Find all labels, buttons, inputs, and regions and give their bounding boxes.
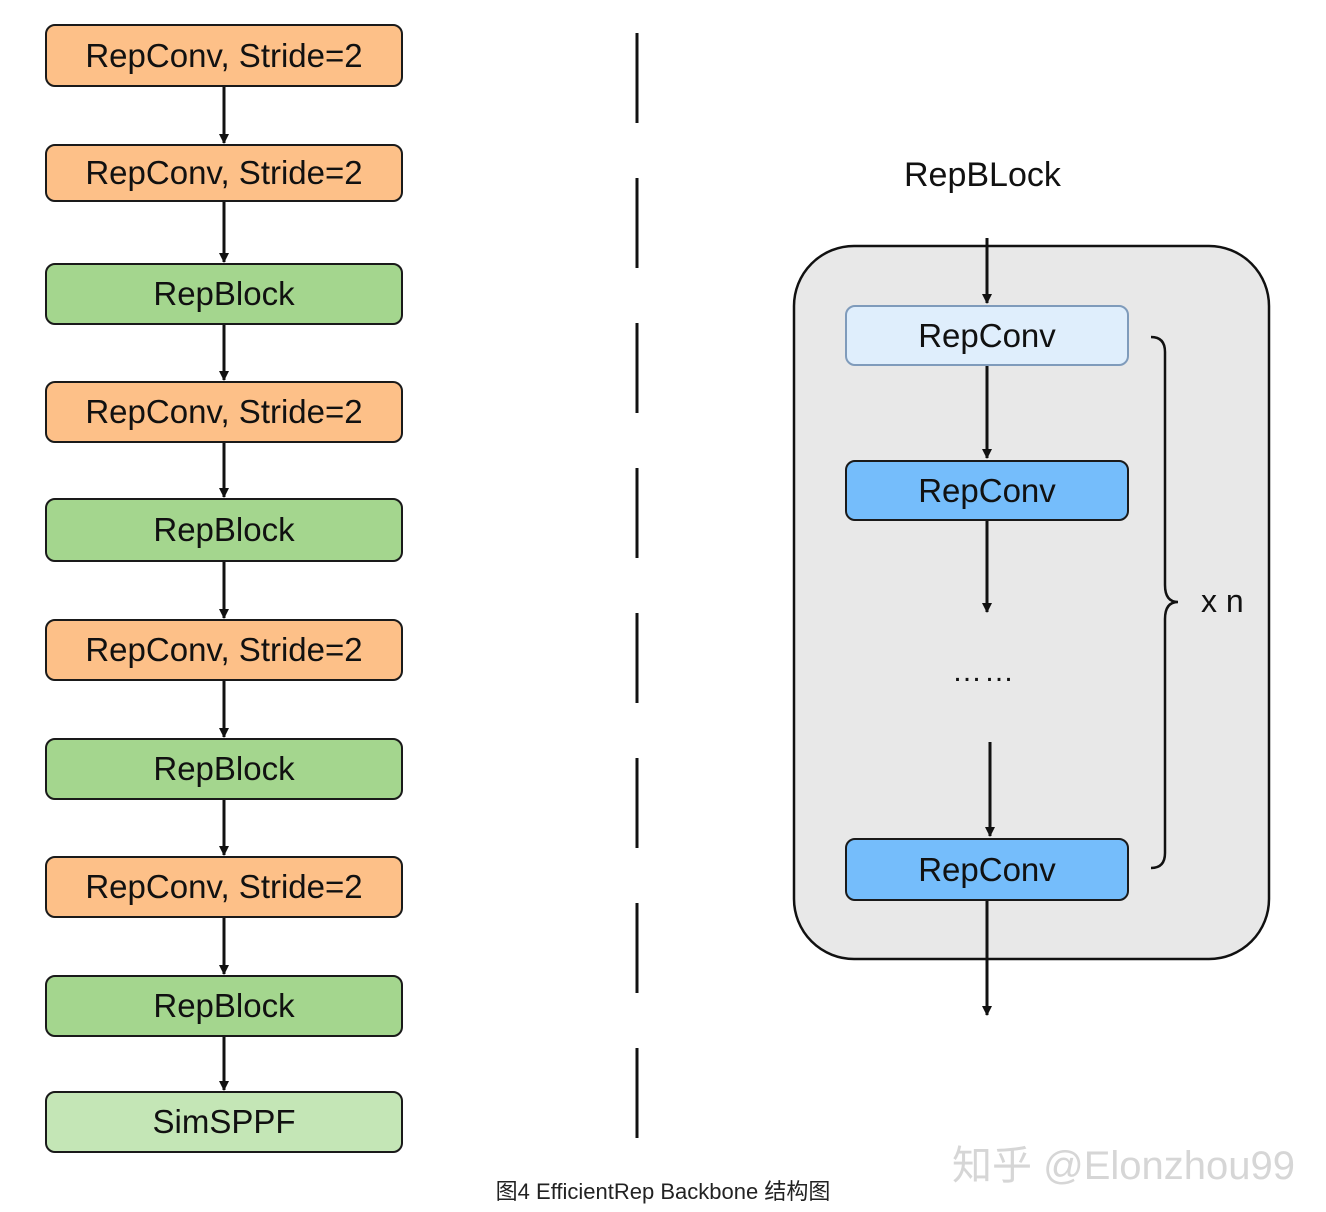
backbone-layer-7: RepBlock [45,738,403,800]
repblock-conv-second: RepConv [845,460,1129,521]
backbone-layer-9: RepBlock [45,975,403,1037]
repblock-connectors [982,238,995,1016]
repblock-conv-first: RepConv [845,305,1129,366]
figure-caption: 图4 EfficientRep Backbone 结构图 [495,1179,831,1204]
repblock-ellipsis: …… [952,655,1016,688]
backbone-layer-6: RepConv, Stride=2 [45,619,403,681]
backbone-layer-2: RepConv, Stride=2 [45,144,403,202]
repeat-count-label: x n [1201,583,1244,619]
backbone-layer-10: SimSPPF [45,1091,403,1153]
repblock-conv-last: RepConv [845,838,1129,901]
repeat-brace [1150,335,1179,870]
repblock-title: RepBLock [904,156,1061,194]
repblock-container [792,244,1271,961]
backbone-layer-5: RepBlock [45,498,403,562]
watermark: 知乎 @Elonzhou99 [952,1144,1296,1188]
backbone-layer-4: RepConv, Stride=2 [45,381,403,443]
backbone-layer-1: RepConv, Stride=2 [45,24,403,87]
backbone-layer-8: RepConv, Stride=2 [45,856,403,918]
backbone-layer-3: RepBlock [45,263,403,325]
